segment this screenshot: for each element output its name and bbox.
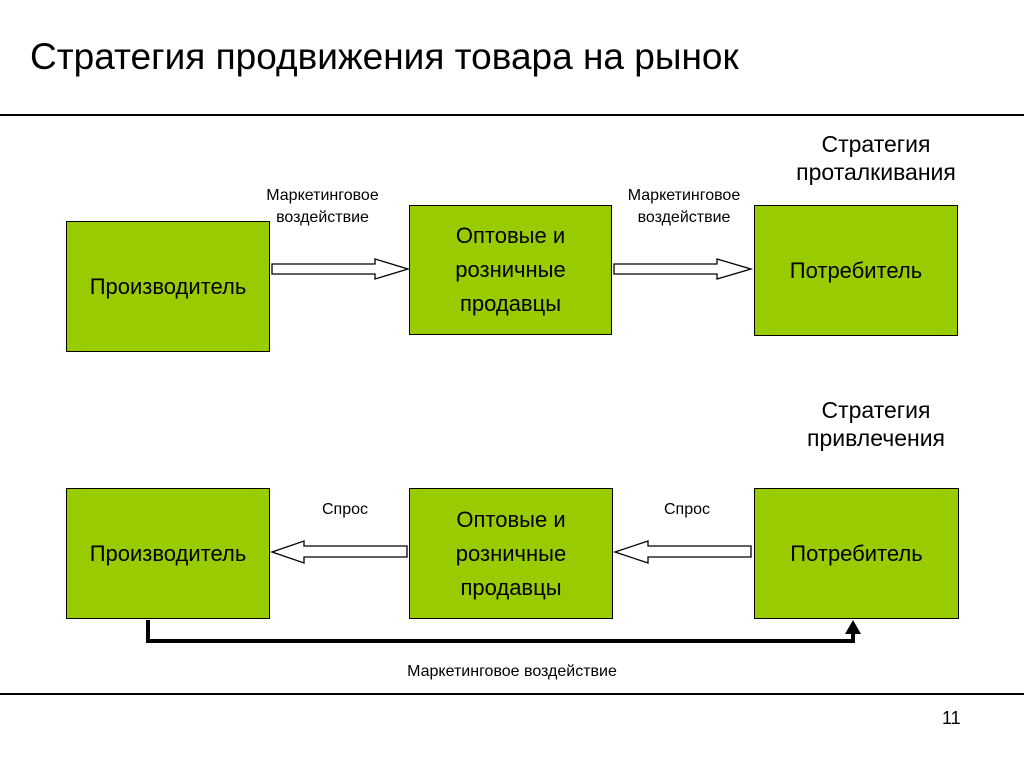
pull-arrow2-label: Спрос <box>663 501 710 518</box>
pull-arrow1-label: Спрос <box>321 501 368 518</box>
bottom-connector-line <box>146 620 855 643</box>
push-strategy-heading: Стратегия проталкивания <box>796 131 956 185</box>
push-arrow1-label: Маркетинговое воздействие <box>266 187 379 226</box>
push-arrow2-label: Маркетинговое воздействие <box>627 187 741 226</box>
pull-consumer-box: Потребитель <box>754 488 959 619</box>
page-number: 11 <box>942 708 961 728</box>
pull-bottom-label: Маркетинговое воздействие <box>407 663 617 680</box>
push-arrow-2 <box>613 258 754 280</box>
pull-middle-box: Оптовые и розничные продавцы <box>409 488 613 619</box>
push-producer-box: Производитель <box>66 221 270 352</box>
bottom-divider <box>0 693 1024 695</box>
pull-producer-box: Производитель <box>66 488 270 619</box>
bottom-connector-arrowhead <box>845 620 861 634</box>
pull-arrow-1 <box>270 540 408 564</box>
pull-arrow-2 <box>612 540 752 564</box>
slide-title: Стратегия продвижения товара на рынок <box>30 36 739 77</box>
push-consumer-box: Потребитель <box>754 205 958 336</box>
top-divider <box>0 114 1024 116</box>
push-arrow-1 <box>271 258 411 280</box>
push-middle-box: Оптовые и розничные продавцы <box>409 205 612 335</box>
pull-strategy-heading: Стратегия привлечения <box>806 397 945 451</box>
